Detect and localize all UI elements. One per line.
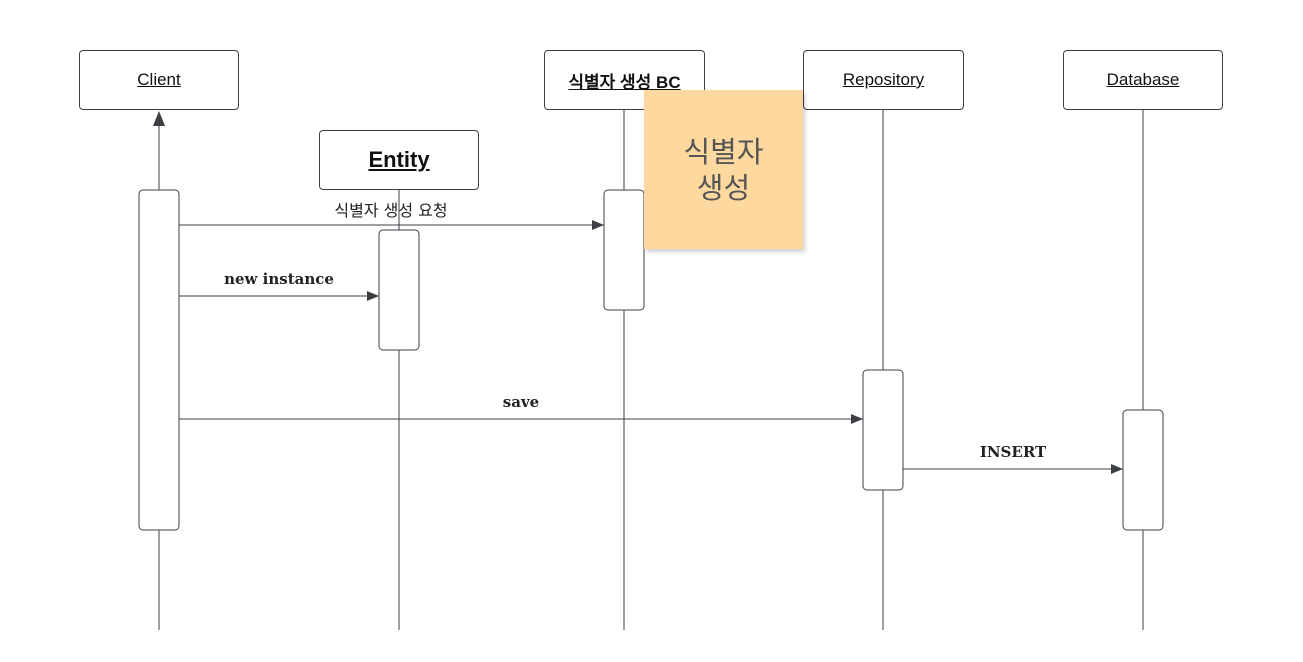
activation-entity: [378, 229, 420, 351]
return-arrowhead: [153, 111, 165, 126]
participant-database[interactable]: Database: [1063, 50, 1223, 110]
sticky-note[interactable]: 식별자 생성: [644, 90, 803, 249]
participant-repository[interactable]: Repository: [803, 50, 964, 110]
activation-database: [1122, 409, 1164, 531]
message-label-save: save: [502, 393, 540, 411]
participant-entity[interactable]: Entity: [319, 130, 479, 190]
participant-client[interactable]: Client: [79, 50, 239, 110]
activation-repository: [862, 369, 904, 491]
message-label-insert: INSERT: [979, 443, 1047, 461]
activation-client: [138, 189, 180, 531]
activation-id-bc: [603, 189, 645, 311]
participant-id-bc[interactable]: 식별자 생성 BC: [544, 50, 705, 110]
message-label-new-instance: new instance: [224, 270, 334, 288]
message-label-id-request: 식별자 생성 요청: [334, 201, 448, 220]
